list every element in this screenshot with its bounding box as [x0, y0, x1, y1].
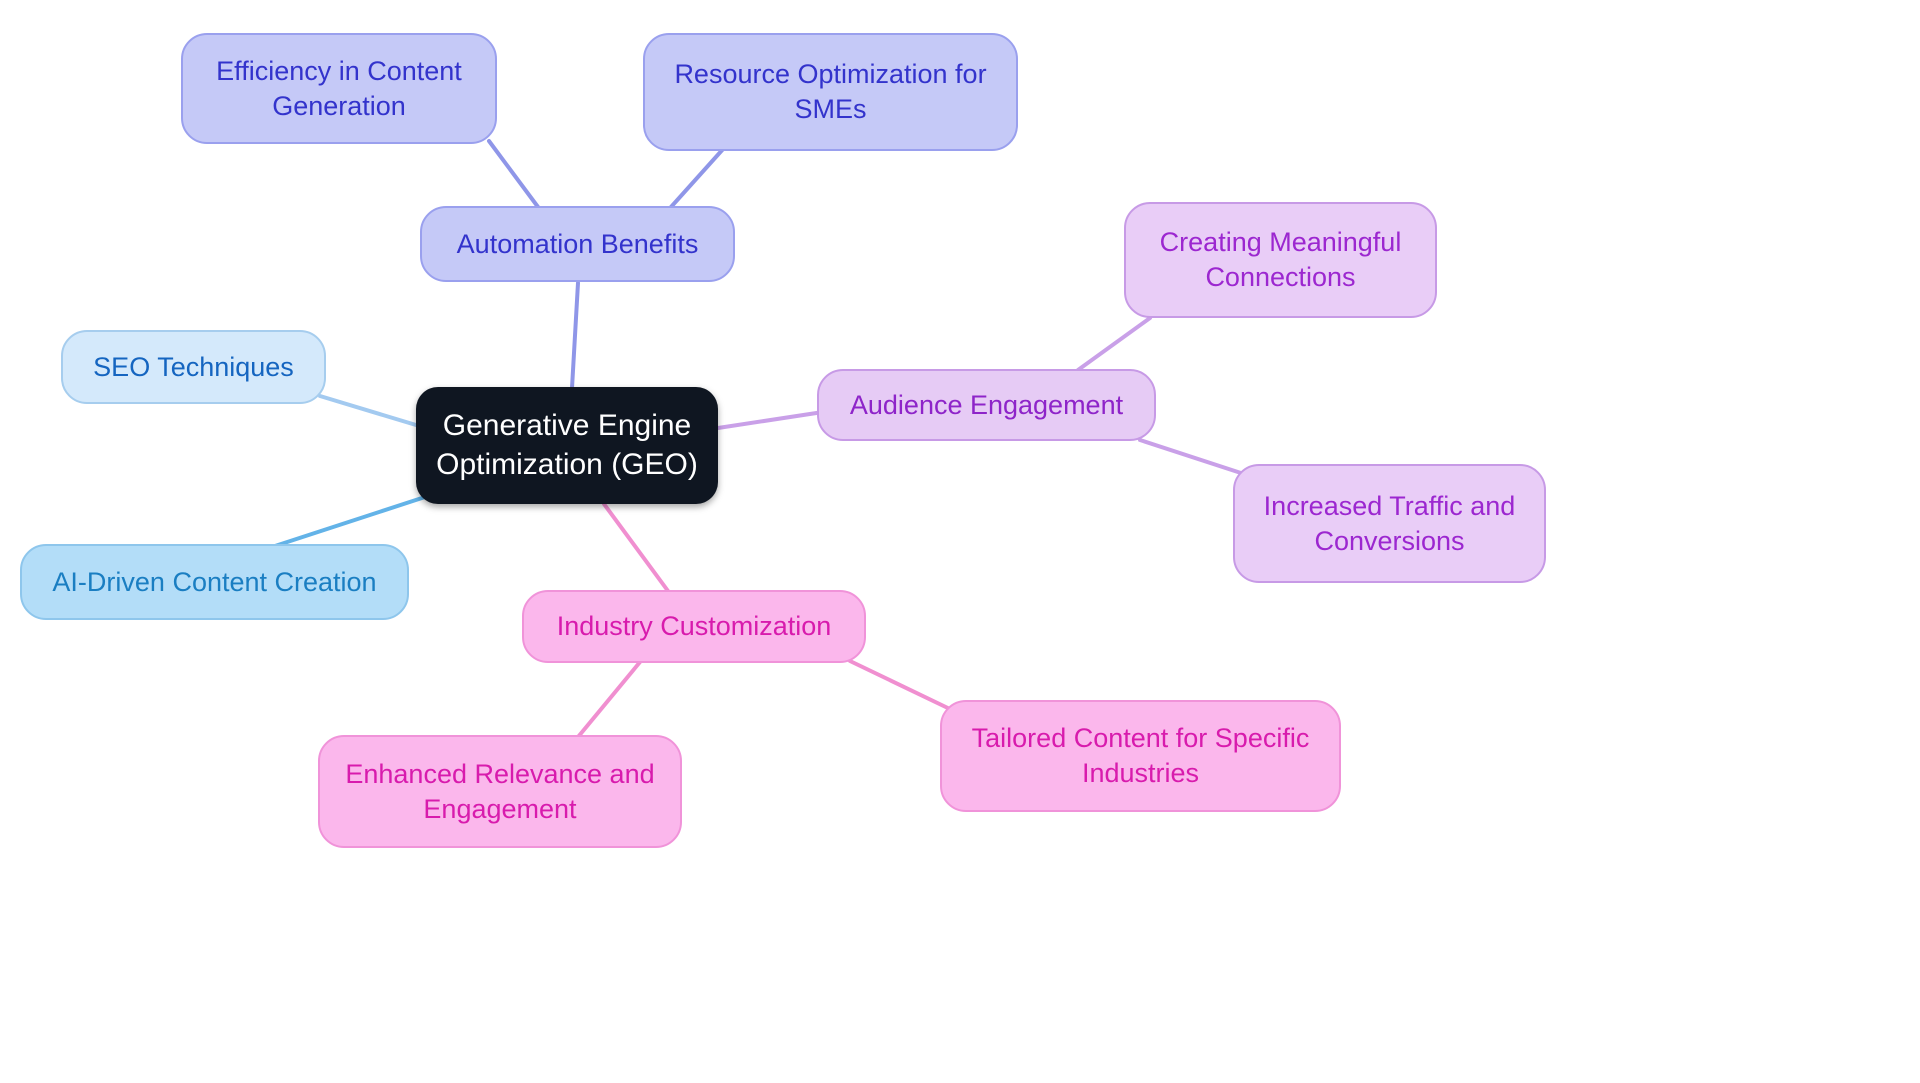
mindmap-node-creating-meaningful-connections[interactable]: Creating Meaningful Connections — [1124, 202, 1437, 318]
edge-root-industry — [602, 502, 670, 593]
mindmap-node-enhanced-relevance-and-engagement[interactable]: Enhanced Relevance and Engagement — [318, 735, 682, 848]
mindmap-node-tailored-content-for-specific-industries[interactable]: Tailored Content for Specific Industries — [940, 700, 1341, 812]
node-label: Audience Engagement — [849, 389, 1124, 420]
edge-root-audience — [716, 410, 825, 430]
node-label: Creating Meaningful Connections — [1159, 227, 1402, 292]
mindmap-node-root[interactable]: Generative Engine Optimization (GEO) — [416, 387, 718, 504]
edge-root-seo — [318, 394, 418, 427]
mindmap-node-audience-engagement[interactable]: Audience Engagement — [817, 369, 1156, 441]
node-label: AI-Driven Content Creation — [52, 566, 377, 597]
edge-industry-tailored — [848, 659, 954, 712]
mindmap-node-automation-benefits[interactable]: Automation Benefits — [420, 206, 735, 282]
node-label: SEO Techniques — [93, 351, 294, 382]
edge-automation-resource — [669, 146, 726, 209]
node-label: Tailored Content for Specific Industries — [971, 723, 1310, 788]
mindmap-node-industry-customization[interactable]: Industry Customization — [522, 590, 866, 663]
edge-automation-efficiency — [487, 139, 540, 209]
node-label: Increased Traffic and Conversions — [1263, 490, 1516, 556]
mindmap-node-ai-driven-content-creation[interactable]: AI-Driven Content Creation — [20, 544, 409, 620]
edge-industry-enhanced — [576, 660, 642, 739]
edge-audience-creating — [1076, 316, 1152, 372]
node-label: Industry Customization — [556, 611, 832, 642]
mindmap-node-resource-optimization-for-smes[interactable]: Resource Optimization for SMEs — [643, 33, 1018, 151]
edge-root-automation-benefits — [570, 281, 580, 390]
edge-audience-increased — [1138, 438, 1246, 476]
node-label: Resource Optimization for SMEs — [674, 59, 987, 124]
mindmap-node-efficiency-in-content-generation[interactable]: Efficiency in Content Generation — [181, 33, 497, 144]
node-label: Efficiency in Content Generation — [216, 55, 462, 121]
node-label: Automation Benefits — [456, 228, 699, 259]
node-label: Generative Engine Optimization (GEO) — [436, 409, 698, 481]
node-label: Enhanced Relevance and Engagement — [345, 758, 655, 824]
mindmap-node-seo-techniques[interactable]: SEO Techniques — [61, 330, 326, 404]
mindmap-node-increased-traffic-and-conversions[interactable]: Increased Traffic and Conversions — [1233, 464, 1546, 583]
edge-root-ai-driven — [273, 495, 427, 548]
